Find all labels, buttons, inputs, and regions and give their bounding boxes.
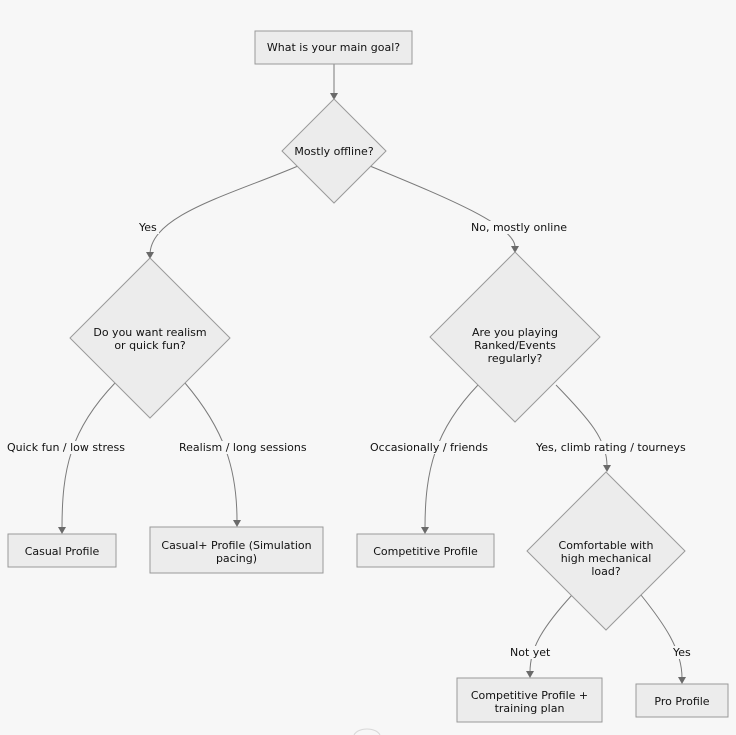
- edge-label-quick-fun: Quick fun / low stress: [5, 441, 127, 454]
- edge-mechanical-pro: [640, 594, 683, 679]
- arrowhead: [678, 677, 686, 684]
- node-realism-decision: [69, 257, 231, 419]
- node-competitive-profile: [356, 533, 495, 568]
- edge-label-mech-yes: Yes: [671, 646, 693, 659]
- edge-label-occasionally: Occasionally / friends: [368, 441, 490, 454]
- node-competitive-label: Competitive Profile: [373, 545, 478, 558]
- node-competitive-training: [456, 677, 603, 723]
- edge-mechanical-training: [529, 594, 573, 673]
- arrowhead: [526, 671, 534, 678]
- node-offline-decision: [281, 98, 387, 204]
- edge-label-realism-long: Realism / long sessions: [177, 441, 309, 454]
- arrowhead: [233, 520, 241, 527]
- arrowhead: [421, 527, 429, 534]
- edge-offline-realism: [149, 165, 299, 256]
- arrowhead: [146, 252, 154, 259]
- arrowhead: [603, 465, 611, 472]
- node-casual-plus-profile: [149, 526, 324, 574]
- node-mechanical-label: Comfortable with high mechanical load?: [558, 539, 654, 578]
- node-realism-label: Do you want realism or quick fun?: [93, 326, 207, 352]
- edge-offline-ranked: [369, 165, 516, 248]
- node-pro-label: Pro Profile: [654, 695, 710, 708]
- node-competitive-training-label: Competitive Profile + training plan: [470, 689, 589, 715]
- arrowhead: [58, 527, 66, 534]
- node-mechanical-decision: [526, 471, 686, 631]
- edge-label-yes-climb: Yes, climb rating / tourneys: [534, 441, 688, 454]
- node-casual-plus-label: Casual+ Profile (Simulation pacing): [161, 539, 312, 565]
- edge-label-yes: Yes: [137, 221, 159, 234]
- node-start-label: What is your main goal?: [266, 41, 401, 54]
- edge-ranked-mechanical: [555, 384, 608, 467]
- edge-label-not-yet: Not yet: [508, 646, 553, 659]
- node-ranked-decision: [429, 251, 601, 423]
- arrowhead: [330, 93, 338, 100]
- bottom-artifact: [353, 728, 381, 735]
- node-start: [254, 30, 413, 65]
- node-offline-label: Mostly offline?: [294, 145, 374, 158]
- edge-realism-casual: [61, 382, 116, 529]
- edge-ranked-competitive: [424, 384, 479, 529]
- edge-label-no-online: No, mostly online: [469, 221, 570, 234]
- node-ranked-label: Are you playing Ranked/Events regularly?: [471, 326, 559, 365]
- node-casual-profile: [7, 533, 117, 568]
- node-casual-label: Casual Profile: [24, 545, 100, 558]
- node-pro-profile: [635, 683, 729, 718]
- arrowhead: [511, 246, 519, 253]
